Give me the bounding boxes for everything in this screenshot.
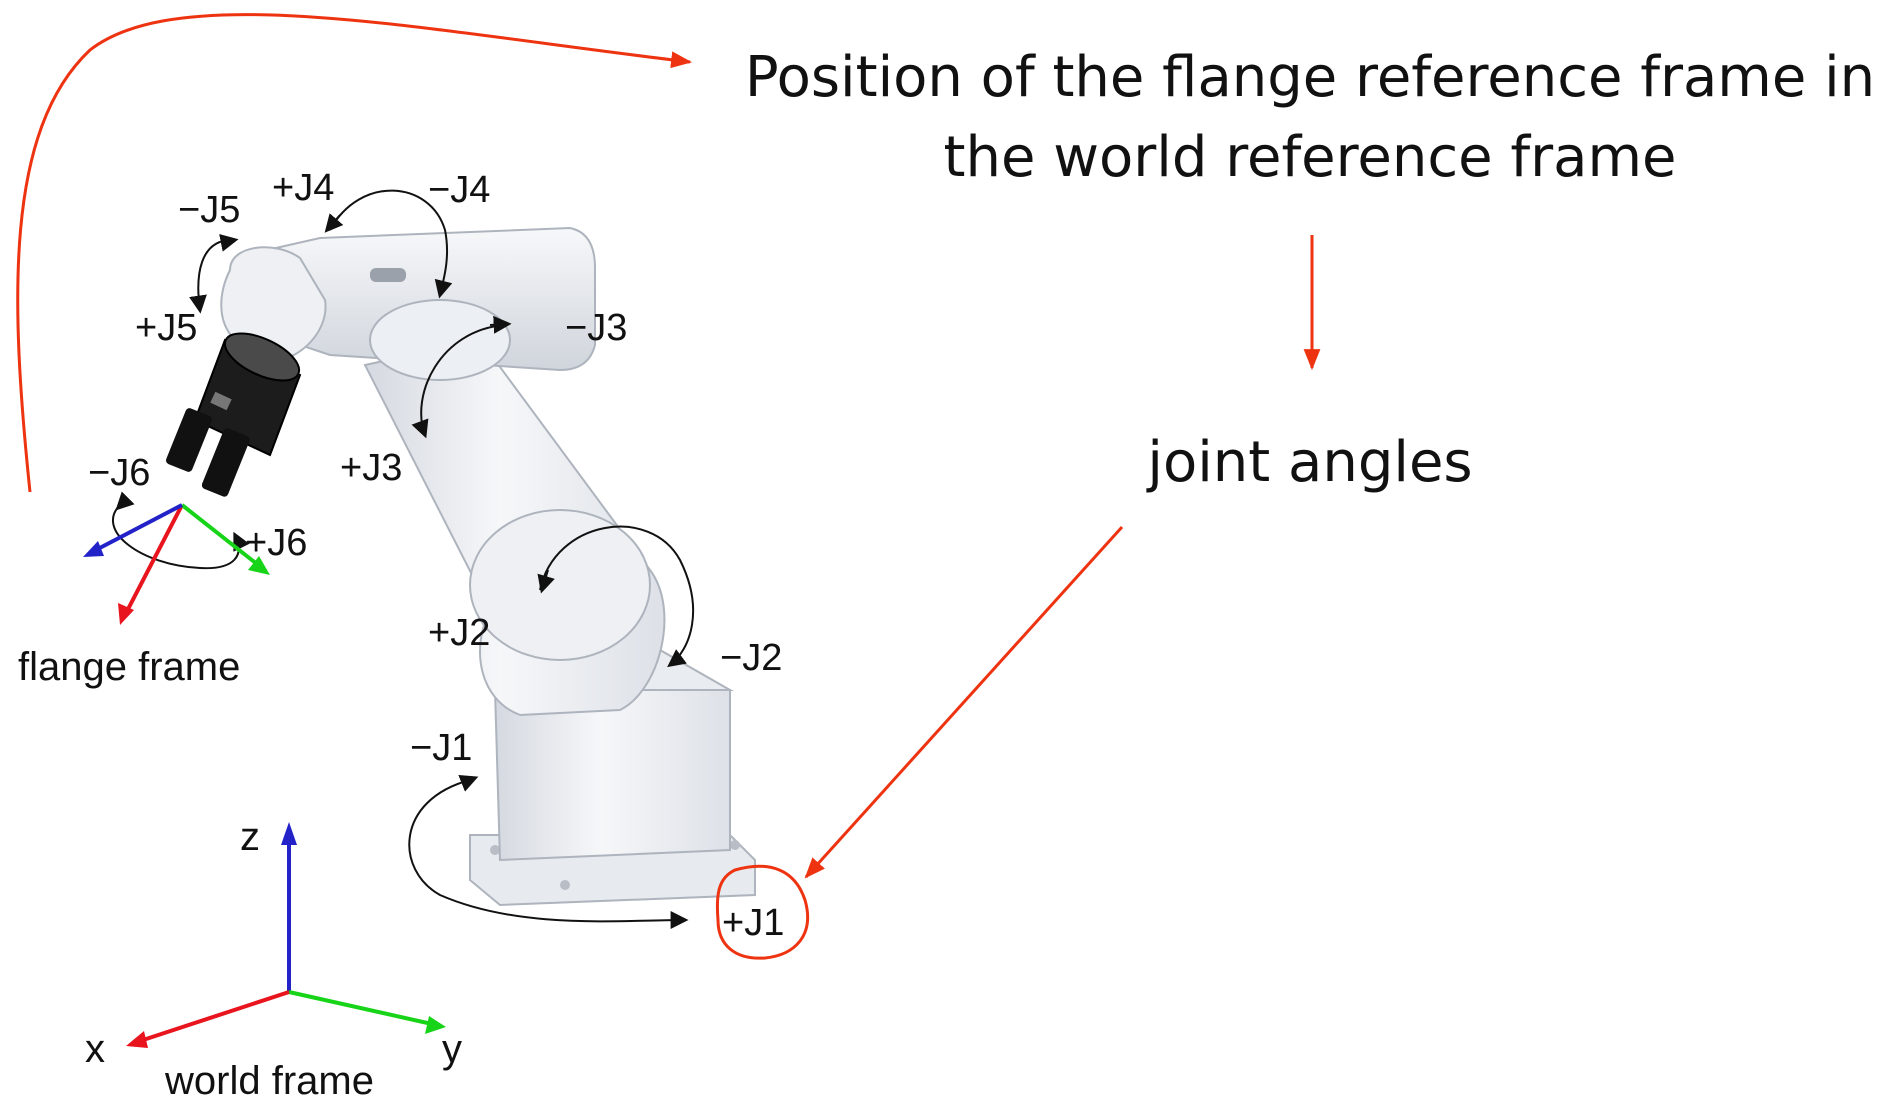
world-frame-label: world frame (164, 1059, 374, 1098)
j1-rotation-arrow (408, 779, 689, 930)
world-x-axis (139, 990, 290, 1043)
joint-arrows (112, 189, 694, 930)
flange-y-axis (180, 503, 264, 570)
joint-label-plus-j2: +J2 (428, 612, 490, 654)
joint-label-minus-j4: −J4 (428, 169, 490, 211)
joint-label-minus-j1: −J1 (410, 727, 472, 769)
joint-label-plus-j3: +J3 (340, 447, 402, 489)
joint-angles-label: joint angles (1145, 430, 1472, 495)
flange-frame-label: flange frame (18, 645, 240, 689)
joint-label-plus-j5: +J5 (135, 307, 197, 349)
joint-label-minus-j3: −J3 (565, 307, 627, 349)
annotation-arrows (16, 13, 1321, 960)
j3-rotation-arrow (411, 324, 506, 439)
gripper (165, 332, 302, 497)
world-x-label: x (85, 1027, 105, 1071)
joint-label-minus-j6: −J6 (88, 452, 150, 494)
flange-to-position-arrow (16, 13, 693, 493)
j6-rotation-arrow (112, 504, 250, 570)
joint-label-minus-j5: −J5 (178, 189, 240, 231)
j1-highlight-circle (715, 864, 810, 960)
world-y-label: y (442, 1027, 462, 1071)
world-z-label: z (240, 815, 260, 859)
joint-label-minus-j2: −J2 (720, 637, 782, 679)
joint-label-plus-j4: +J4 (272, 167, 334, 209)
flange-z-axis (91, 503, 183, 554)
flange-x-axis (123, 504, 184, 616)
heading-line-1: Position of the flange reference frame i… (745, 45, 1875, 110)
world-y-axis (288, 990, 433, 1026)
angles-to-j1-arrow (804, 525, 1124, 879)
robot-column (493, 689, 731, 862)
world-frame-axes (126, 822, 446, 1048)
j4-rotation-arrow (329, 189, 453, 299)
heading-line-2: the world reference frame (944, 125, 1677, 190)
joint-label-plus-j6: +J6 (245, 522, 307, 564)
robot-wrist (220, 246, 327, 362)
flange-frame-axes (83, 503, 270, 625)
j2-rotation-arrow (539, 525, 694, 668)
joint-label-plus-j1: +J1 (722, 902, 784, 944)
